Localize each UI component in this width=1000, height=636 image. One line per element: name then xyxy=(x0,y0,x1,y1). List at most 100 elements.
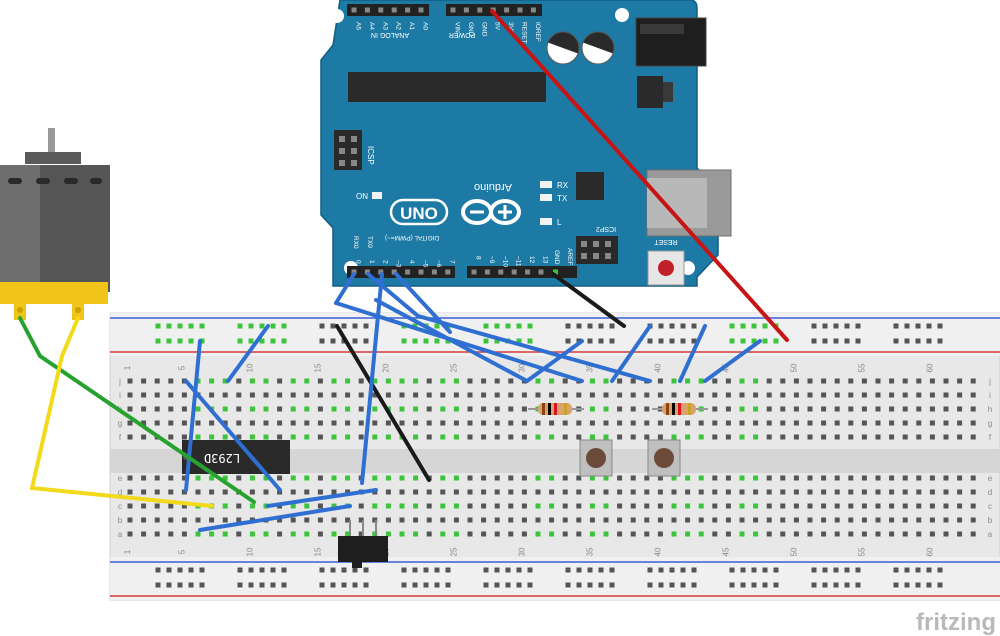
breadboard-hole xyxy=(168,475,174,481)
breadboard-hole xyxy=(957,434,963,440)
rail-hole xyxy=(237,338,243,344)
breadboard-hole xyxy=(426,503,432,509)
breadboard-hole xyxy=(793,517,799,523)
slide-switch xyxy=(338,520,388,568)
breadboard-hole xyxy=(725,406,731,412)
breadboard-hole xyxy=(671,489,677,495)
rail-hole xyxy=(155,323,161,329)
rail-hole xyxy=(904,582,910,588)
breadboard-hole xyxy=(916,392,922,398)
breadboard-hole xyxy=(671,392,677,398)
breadboard-hole xyxy=(712,517,718,523)
breadboard-hole xyxy=(481,392,487,398)
header-pin xyxy=(484,269,490,275)
on-led xyxy=(372,192,382,199)
rail-hole xyxy=(822,338,828,344)
breadboard-hole xyxy=(753,420,759,426)
breadboard-hole xyxy=(236,406,242,412)
breadboard-hole xyxy=(943,406,949,412)
wire-blue-rail-c xyxy=(678,324,707,383)
breadboard-hole xyxy=(943,517,949,523)
top-header-pins xyxy=(351,7,536,13)
rail-hole xyxy=(259,323,265,329)
header-pin xyxy=(471,269,477,275)
breadboard-hole xyxy=(535,531,541,537)
rail-hole xyxy=(188,323,194,329)
breadboard-hole xyxy=(657,489,663,495)
breadboard-hole xyxy=(290,434,296,440)
breadboard-hole xyxy=(453,406,459,412)
l-label: L xyxy=(557,218,562,227)
breadboard-hole xyxy=(957,475,963,481)
breadboard-hole xyxy=(780,434,786,440)
breadboard-hole xyxy=(127,489,133,495)
breadboard-hole xyxy=(685,531,691,537)
breadboard-hole xyxy=(739,531,745,537)
breadboard-hole xyxy=(372,392,378,398)
rail-hole xyxy=(565,567,571,573)
breadboard-hole xyxy=(617,531,623,537)
pin-label: 2 xyxy=(381,260,388,264)
breadboard-hole xyxy=(290,489,296,495)
breadboard-hole xyxy=(467,420,473,426)
breadboard-hole xyxy=(549,434,555,440)
breadboard-hole xyxy=(440,406,446,412)
breadboard-hole xyxy=(413,378,419,384)
breadboard-hole xyxy=(943,378,949,384)
rail-hole xyxy=(259,582,265,588)
breadboard-hole xyxy=(181,434,187,440)
rail-hole xyxy=(248,338,254,344)
rail-hole xyxy=(658,338,664,344)
rail-hole xyxy=(505,323,511,329)
breadboard-hole xyxy=(508,517,514,523)
breadboard-hole xyxy=(440,517,446,523)
column-number: 15 xyxy=(313,363,322,372)
breadboard-hole xyxy=(331,434,337,440)
breadboard-hole xyxy=(385,392,391,398)
breadboard-hole xyxy=(698,420,704,426)
reset-label: RESET xyxy=(654,238,678,245)
rail-hole xyxy=(281,567,287,573)
breadboard-hole xyxy=(127,475,133,481)
breadboard-hole xyxy=(209,392,215,398)
breadboard-hole xyxy=(467,434,473,440)
rail-hole xyxy=(363,582,369,588)
breadboard-hole xyxy=(249,392,255,398)
breadboard-hole xyxy=(508,406,514,412)
breadboard-hole xyxy=(589,392,595,398)
breadboard-hole xyxy=(399,475,405,481)
rail-hole xyxy=(773,567,779,573)
rail-hole xyxy=(516,567,522,573)
pin-label: 1 xyxy=(368,260,375,264)
breadboard-hole xyxy=(671,475,677,481)
breadboard-hole xyxy=(589,420,595,426)
breadboard-hole xyxy=(453,531,459,537)
rail-hole xyxy=(248,323,254,329)
breadboard-hole xyxy=(413,420,419,426)
breadboard-hole xyxy=(494,406,500,412)
breadboard-hole xyxy=(317,503,323,509)
breadboard-hole xyxy=(766,392,772,398)
rail-hole xyxy=(527,567,533,573)
rail-hole xyxy=(658,323,664,329)
breadboard-hole xyxy=(467,531,473,537)
breadboard-hole xyxy=(345,420,351,426)
column-number: 55 xyxy=(857,363,866,372)
breadboard-hole xyxy=(943,392,949,398)
breadboard-hole xyxy=(929,406,935,412)
rail-hole xyxy=(904,338,910,344)
rail-hole xyxy=(483,323,489,329)
breadboard-hole xyxy=(725,420,731,426)
breadboard-hole xyxy=(739,420,745,426)
breadboard-hole xyxy=(331,392,337,398)
breadboard-hole xyxy=(617,503,623,509)
breadboard-hole xyxy=(263,531,269,537)
breadboard-hole xyxy=(685,475,691,481)
rail-hole xyxy=(751,323,757,329)
rail-hole xyxy=(680,323,686,329)
rail-hole xyxy=(166,323,172,329)
breadboard-hole xyxy=(236,517,242,523)
rail-hole xyxy=(259,567,265,573)
breadboard-hole xyxy=(902,434,908,440)
breadboard-hole xyxy=(304,475,310,481)
